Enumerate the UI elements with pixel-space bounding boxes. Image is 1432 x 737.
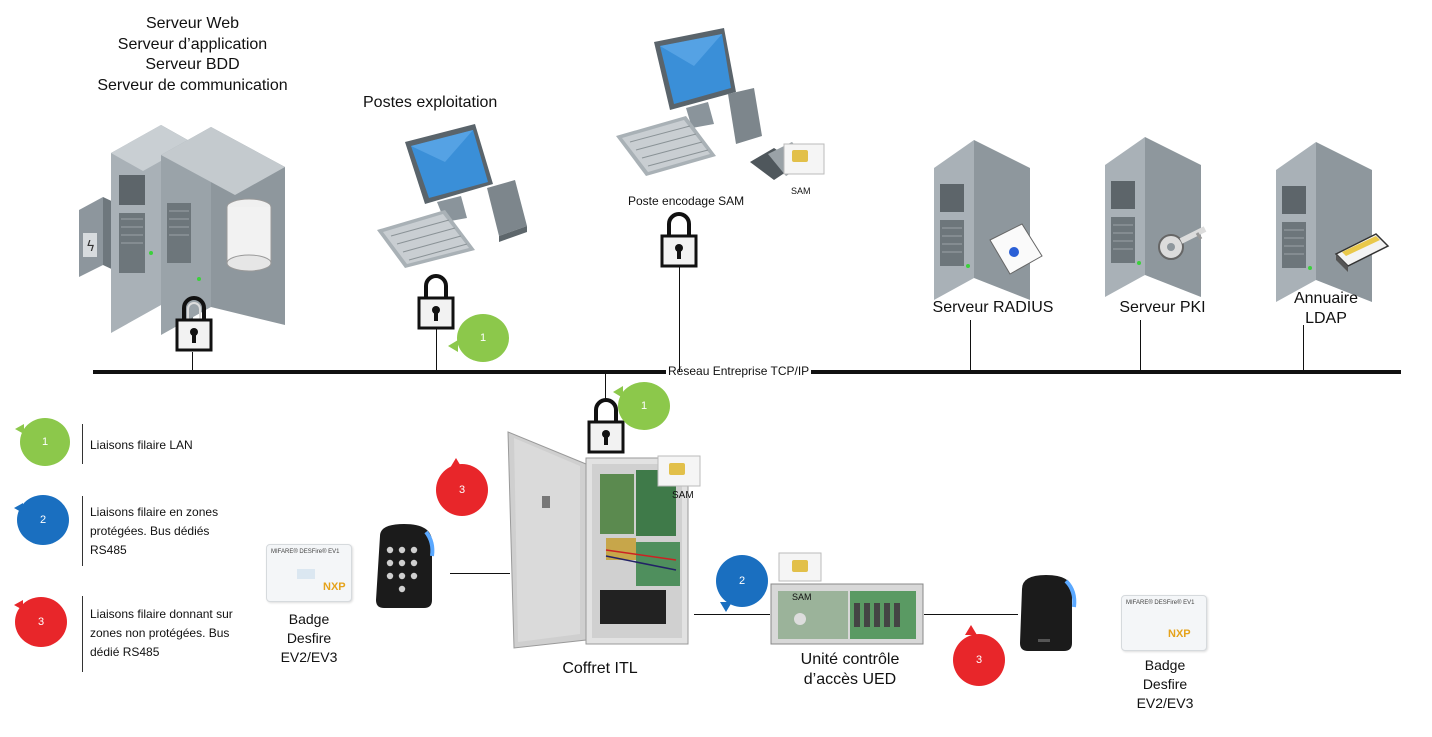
badge-card-left-brand: MIFARE® DESFire® EV1 (271, 549, 340, 555)
radius-server-icon (934, 140, 1043, 300)
badge-card-left-logo: NXP (323, 581, 346, 593)
badge-lan-workstations: 1 (457, 314, 509, 362)
padlock-workstations-icon (417, 274, 455, 330)
keypad-reader-icon (376, 524, 435, 608)
badge-right-line-1: Badge (1144, 657, 1186, 673)
main-server-line-3: Serveur BDD (145, 56, 240, 73)
legend-3-text: Liaisons filaire donnant sur zones non p… (90, 605, 233, 662)
badge-protected-ued: 2 (716, 555, 768, 607)
workstation-computer-icon (377, 124, 527, 268)
badge-card-left: MIFARE® DESFire® EV1 NXP (266, 544, 352, 602)
padlock-main-server-icon (175, 296, 213, 352)
legend-2-line-1: Liaisons filaire en zones (90, 505, 219, 519)
legend-3-bar (82, 596, 83, 672)
legend-3-line-3: dédié RS485 (90, 645, 160, 659)
coffret-sam-card-icon (657, 455, 701, 487)
ued-unit-icon (770, 583, 924, 645)
badge-left-line-2: Desfire (286, 630, 332, 646)
legend-3-pointer (14, 600, 23, 610)
sam-small-label: SAM (791, 186, 811, 196)
badge-card-left-chip (297, 569, 315, 579)
workstations-label: Postes exploitation (363, 94, 498, 111)
link-pki (1140, 320, 1141, 372)
ued-line-2: d’accès UED (803, 671, 897, 688)
coffret-label: Coffret ITL (562, 660, 638, 677)
ued-sam-card-icon (778, 552, 822, 582)
badge-unprotected-reader: 3 (436, 464, 488, 516)
badge-right-label: Badge Desfire EV2/EV3 (1124, 656, 1206, 713)
legend-2-line-2: protégées. Bus dédiés (90, 524, 210, 538)
ued-line-1: Unité contrôle (800, 651, 900, 668)
link-coffret-left-reader (450, 573, 510, 574)
badge-lan-coffret-pointer (613, 386, 623, 398)
badge-right-line-2: Desfire (1142, 676, 1188, 692)
link-coffret (605, 372, 606, 402)
legend-3-badge: 3 (15, 597, 67, 647)
legend-1-bar (82, 424, 83, 464)
coffret-itl-icon (507, 431, 689, 649)
ldap-label: Annuaire LDAP (1286, 289, 1366, 329)
link-radius (970, 320, 971, 372)
link-ldap (1303, 325, 1304, 372)
legend-2-badge: 2 (17, 495, 69, 545)
link-main-server (192, 352, 193, 372)
radius-label: Serveur RADIUS (932, 299, 1054, 316)
badge-card-right: MIFARE® DESFire® EV1 NXP (1121, 595, 1207, 651)
sam-station-label: Poste encodage SAM (628, 194, 745, 208)
ldap-server-icon (1276, 142, 1390, 302)
padlock-coffret-icon (587, 398, 625, 454)
link-coffret-ued (694, 614, 770, 615)
badge-unprotected-right-pointer (965, 625, 977, 635)
badge-unprotected-right: 3 (953, 634, 1005, 686)
link-sam-station (679, 262, 680, 372)
badge-lan-coffret: 1 (618, 382, 670, 430)
link-workstations (436, 326, 437, 372)
card-reader-right-icon (1020, 575, 1077, 651)
main-server-icon: ϟ (79, 125, 285, 335)
badge-left-line-3: EV2/EV3 (280, 649, 338, 665)
badge-left-line-1: Badge (288, 611, 330, 627)
pki-label: Serveur PKI (1119, 299, 1206, 316)
main-server-line-4: Serveur de communication (97, 76, 288, 94)
svg-text:ϟ: ϟ (86, 239, 95, 255)
badge-card-right-logo: NXP (1168, 628, 1191, 640)
ued-label: Unité contrôle d’accès UED (770, 650, 930, 690)
pki-server-icon (1105, 137, 1207, 297)
legend-3-line-1: Liaisons filaire donnant sur (90, 607, 233, 621)
main-server-line-2: Serveur d’application (117, 35, 268, 53)
sam-station-computer-icon (616, 28, 762, 176)
badge-protected-ued-pointer (720, 602, 732, 612)
legend-2-bar (82, 496, 83, 566)
badge-card-right-brand: MIFARE® DESFire® EV1 (1126, 600, 1195, 606)
link-ued-right-reader (924, 614, 1018, 615)
network-label: Réseau Entreprise TCP/IP (666, 364, 812, 378)
padlock-sam-station-icon (660, 212, 698, 268)
legend-2-pointer (14, 503, 23, 513)
badge-right-line-3: EV2/EV3 (1136, 695, 1194, 711)
legend-2-line-3: RS485 (90, 543, 127, 557)
legend-1-badge: 1 (20, 418, 70, 466)
ued-sam-label: SAM (792, 592, 812, 602)
legend-1-text: Liaisons filaire LAN (90, 438, 193, 452)
coffret-sam-label: SAM (672, 490, 694, 501)
legend-1-pointer (15, 424, 24, 434)
legend-3-line-2: zones non protégées. Bus (90, 626, 230, 640)
main-server-label: Serveur Web Serveur d’application Serveu… (80, 14, 305, 96)
main-server-line-1: Serveur Web (145, 15, 240, 32)
ldap-line-2: LDAP (1305, 310, 1347, 327)
legend-2-text: Liaisons filaire en zones protégées. Bus… (90, 503, 218, 560)
ldap-line-1: Annuaire (1293, 290, 1359, 307)
badge-left-label: Badge Desfire EV2/EV3 (268, 610, 350, 667)
badge-lan-workstations-pointer (448, 340, 458, 352)
sam-card-reader-icon (750, 142, 825, 180)
badge-unprotected-reader-pointer (450, 458, 462, 468)
